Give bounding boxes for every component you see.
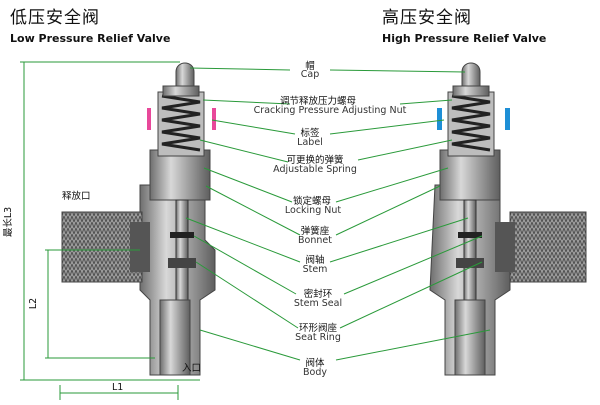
- callout-stem-seal-en: Stem Seal: [293, 298, 343, 309]
- callout-adjusting-nut-cn: 调节释放压力螺母: [279, 96, 356, 107]
- left-title-en: Low Pressure Relief Valve: [10, 32, 171, 45]
- dimension-l2: L2: [28, 297, 40, 310]
- left-bonnet: [149, 149, 211, 201]
- callout-stem-cn: 阀轴: [305, 255, 325, 266]
- dimension-l1: L1: [112, 382, 124, 393]
- left-spring: [161, 94, 201, 152]
- inlet-label: 入口: [182, 363, 202, 374]
- outlet-label: 释放口: [62, 191, 91, 202]
- left-valve-drawing: [61, 62, 216, 376]
- callout-label-cn: 标签: [300, 128, 320, 139]
- callout-body-en: Body: [303, 367, 327, 378]
- left-cap: [175, 62, 195, 87]
- right-spring: [451, 94, 491, 152]
- callout-cap-en: Cap: [300, 69, 320, 80]
- right-adjusting-nut: [452, 85, 490, 97]
- callout-adjusting-nut-en: Cracking Pressure Adjusting Nut: [253, 105, 407, 116]
- right-stem: [463, 199, 477, 301]
- left-label-mark-l: [147, 108, 151, 130]
- right-inlet-tube: [454, 299, 486, 376]
- callout-spring-en: Adjustable Spring: [273, 164, 357, 175]
- left-outlet-port: [61, 211, 143, 283]
- right-label-mark-r: [505, 108, 510, 130]
- left-inlet-tube: [159, 299, 191, 376]
- right-valve-drawing: [429, 62, 587, 376]
- callout-stem-en: Stem: [302, 264, 328, 275]
- callout-bonnet-en: Bonnet: [298, 235, 332, 246]
- callout-locking-nut-cn: 锁定螺母: [292, 196, 331, 207]
- callout-spring-cn: 可更换的弹簧: [286, 155, 344, 166]
- callout-body-cn: 阀体: [305, 358, 325, 369]
- right-label-mark-l: [437, 108, 442, 130]
- right-cap: [461, 62, 481, 87]
- callout-locking-nut-en: Locking Nut: [284, 205, 342, 216]
- callout-label-en: Label: [297, 137, 323, 148]
- callout-cap-cn: 帽: [305, 61, 315, 72]
- callout-seat-ring-en: Seat Ring: [295, 332, 341, 343]
- right-title-en: High Pressure Relief Valve: [382, 32, 547, 45]
- right-bonnet: [439, 149, 501, 201]
- left-label-mark-r: [212, 108, 216, 130]
- left-adjusting-nut: [162, 85, 200, 97]
- dimension-lines: [20, 61, 200, 400]
- dimension-l3: 最长L3: [3, 206, 15, 238]
- right-title-cn: 高压安全阀: [382, 8, 472, 28]
- callout-seat-ring-cn: 环形阀座: [298, 323, 337, 334]
- leader-lines: [185, 67, 491, 361]
- right-outlet-port: [509, 211, 587, 283]
- left-title-cn: 低压安全阀: [10, 8, 100, 28]
- callout-bonnet-cn: 弹簧座: [300, 226, 330, 237]
- left-stem: [175, 199, 189, 301]
- callout-stem-seal-cn: 密封环: [303, 289, 333, 300]
